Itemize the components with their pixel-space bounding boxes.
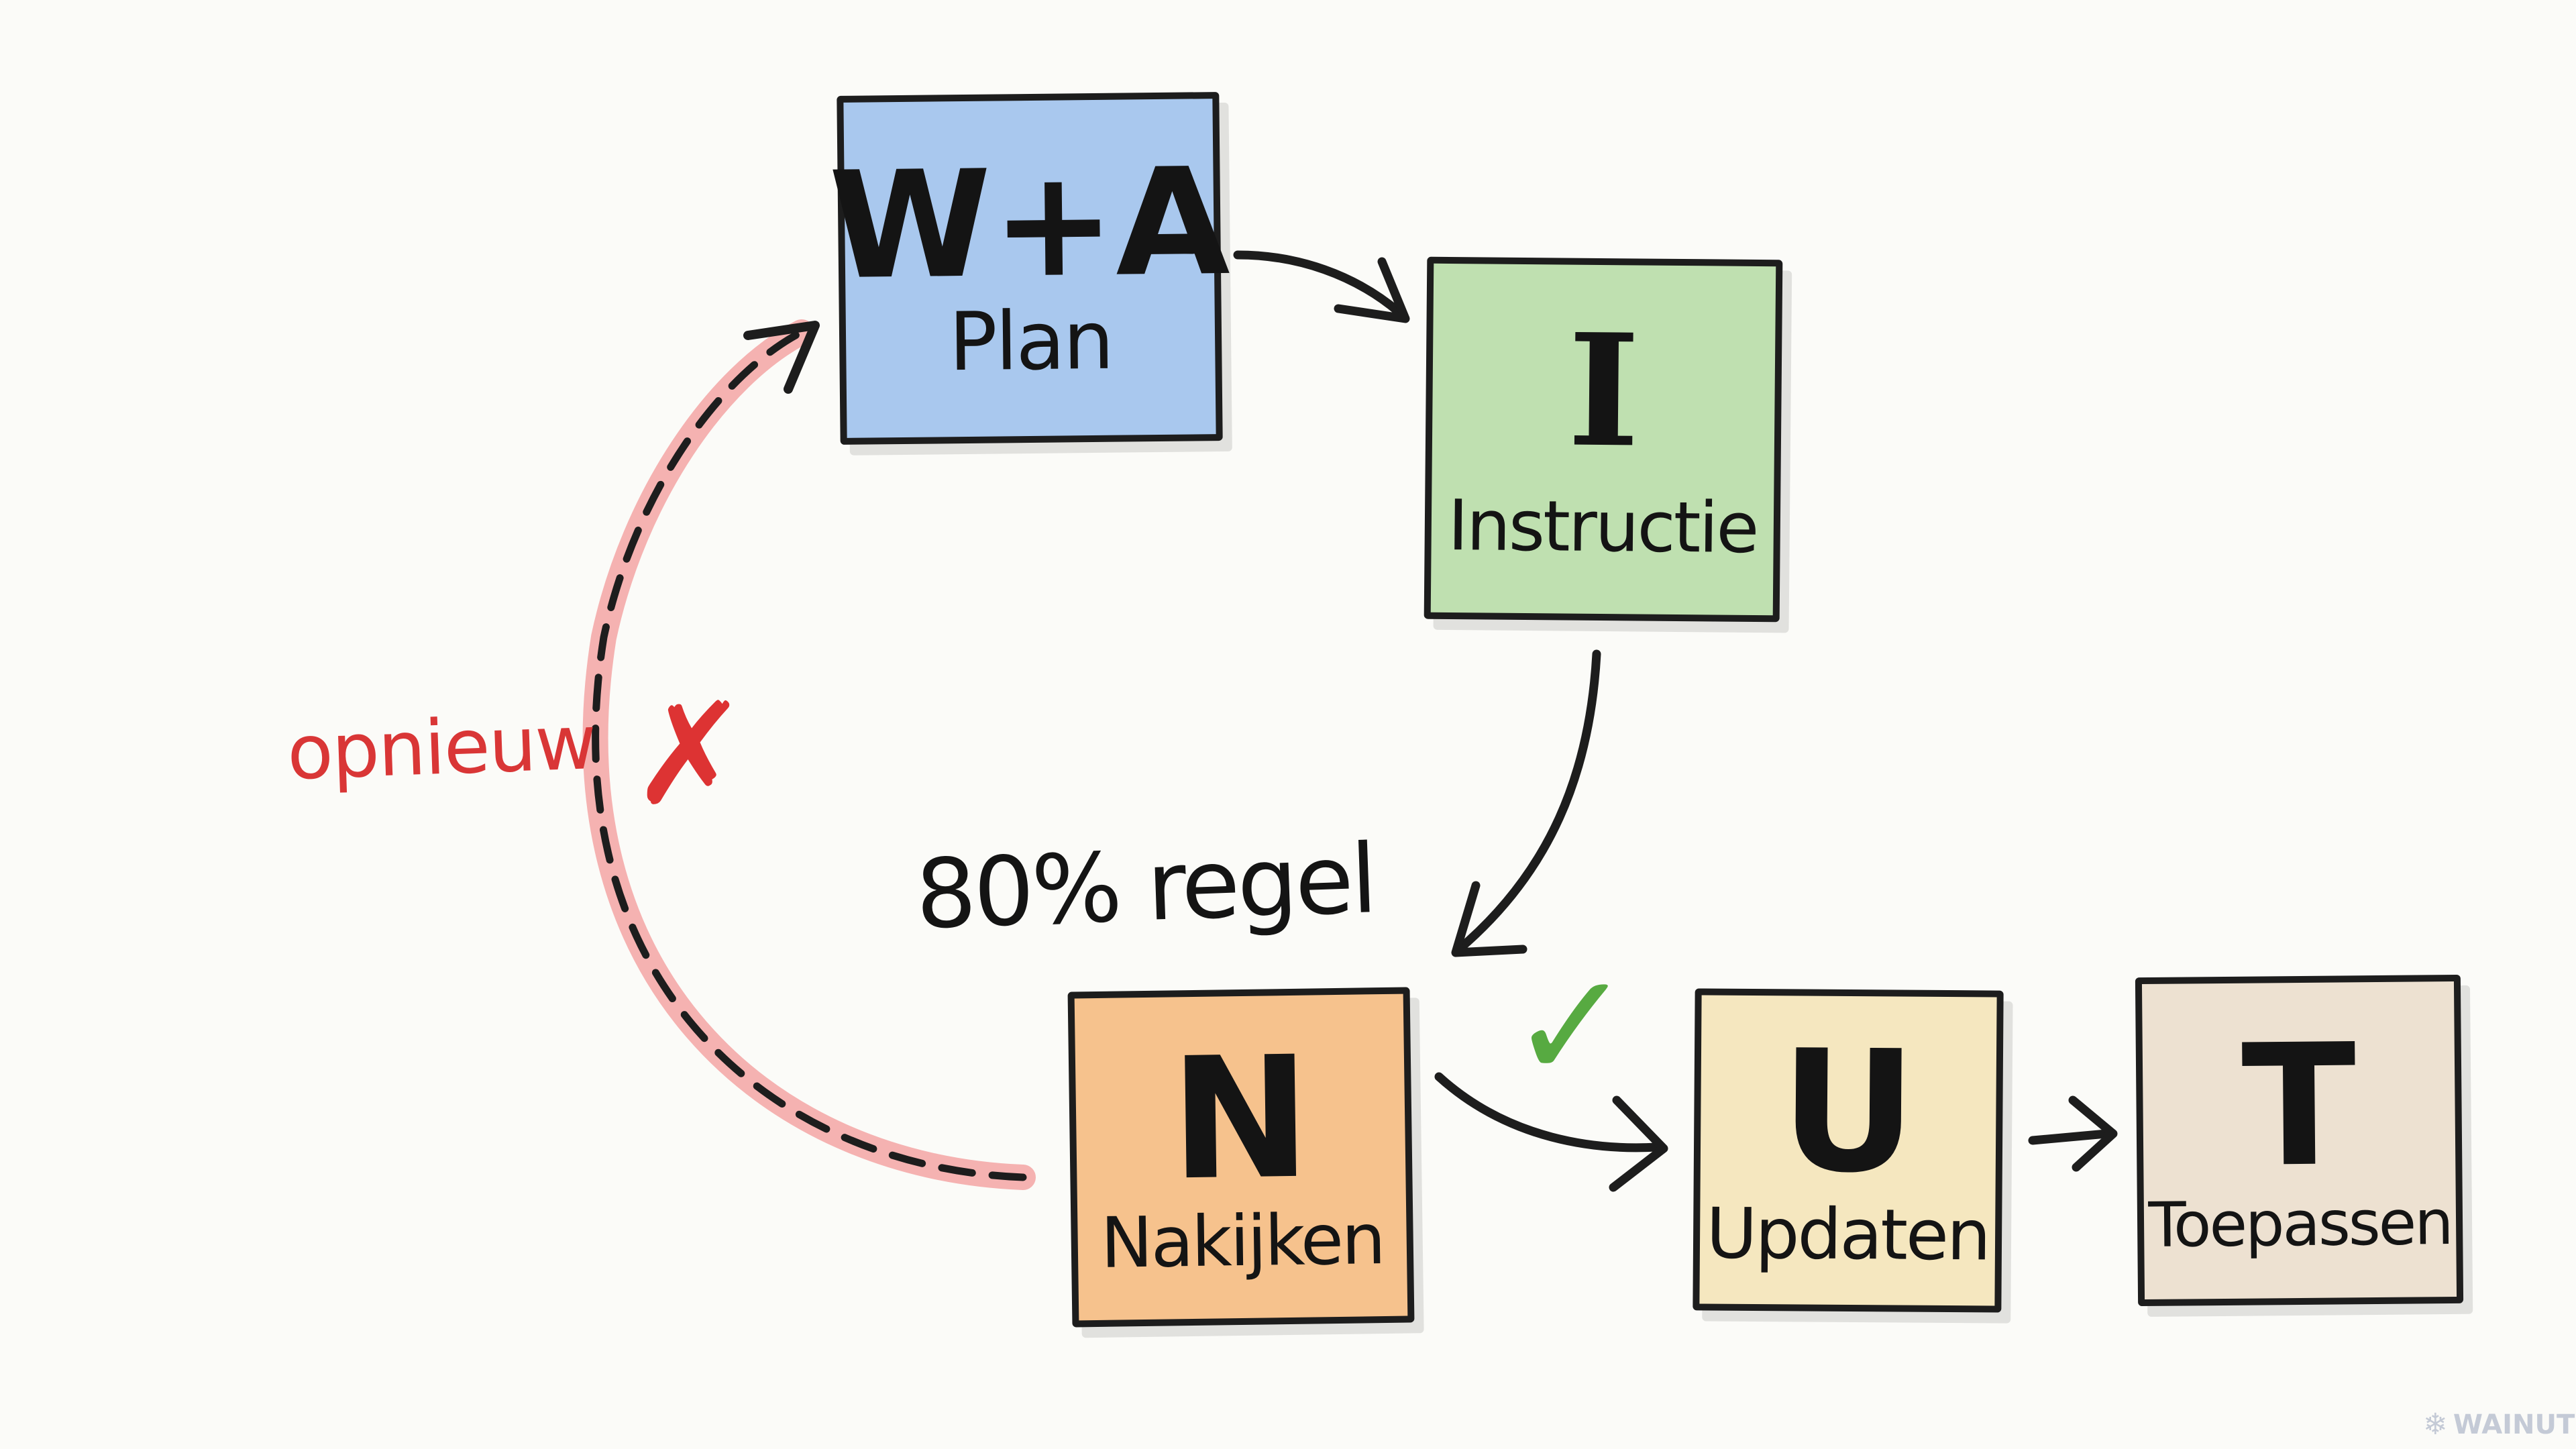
- watermark: ❄ WAINUT: [2423, 1407, 2575, 1442]
- card-letter: I: [1566, 300, 1641, 482]
- arrow-plan-to-instructie-head: [1334, 257, 1410, 323]
- arrow-instructie-to-nakijken: [1454, 649, 1601, 954]
- retry-loop-arrowhead: [743, 321, 820, 394]
- card-word: Instructie: [1447, 484, 1758, 569]
- arrow-plan-to-instructie: [1233, 250, 1403, 317]
- arrow-instructie-to-nakijken-head: [1451, 881, 1527, 957]
- card-i-instructie: I Instructie: [1424, 256, 1783, 623]
- watermark-text: WAINUT: [2453, 1409, 2575, 1440]
- arrow-updaten-to-toepassen-head: [2068, 1095, 2118, 1172]
- card-word: Toepassen: [2148, 1187, 2453, 1262]
- card-wa-plan: W+A Plan: [828, 92, 1230, 445]
- retry-loop-dashes: [592, 328, 1027, 1181]
- card-letter: T: [2241, 1008, 2357, 1205]
- arrow-nakijken-to-updaten: [1434, 1072, 1662, 1152]
- cross-icon: ✗: [631, 672, 749, 837]
- rule-label: 80% regel: [914, 824, 1377, 951]
- card-word: Nakijken: [1099, 1197, 1385, 1284]
- card-letter: N: [1169, 1020, 1312, 1218]
- card-letter: U: [1779, 1014, 1917, 1210]
- retry-label: opnieuw: [285, 699, 597, 797]
- card-word: Updaten: [1705, 1192, 1990, 1277]
- arrow-updaten-to-toepassen: [2028, 1129, 2111, 1145]
- card-n-nakijken: N Nakijken: [1067, 987, 1415, 1328]
- checkmark-icon: ✓: [1509, 941, 1633, 1112]
- card-letter: W+A: [828, 136, 1231, 313]
- card-u-updaten: U Updaten: [1693, 988, 2004, 1313]
- wainut-logo-icon: ❄: [2423, 1407, 2448, 1442]
- card-t-toepassen: T Toepassen: [2135, 974, 2464, 1307]
- arrow-nakijken-to-updaten-head: [1609, 1095, 1668, 1192]
- card-word: Plan: [948, 294, 1113, 390]
